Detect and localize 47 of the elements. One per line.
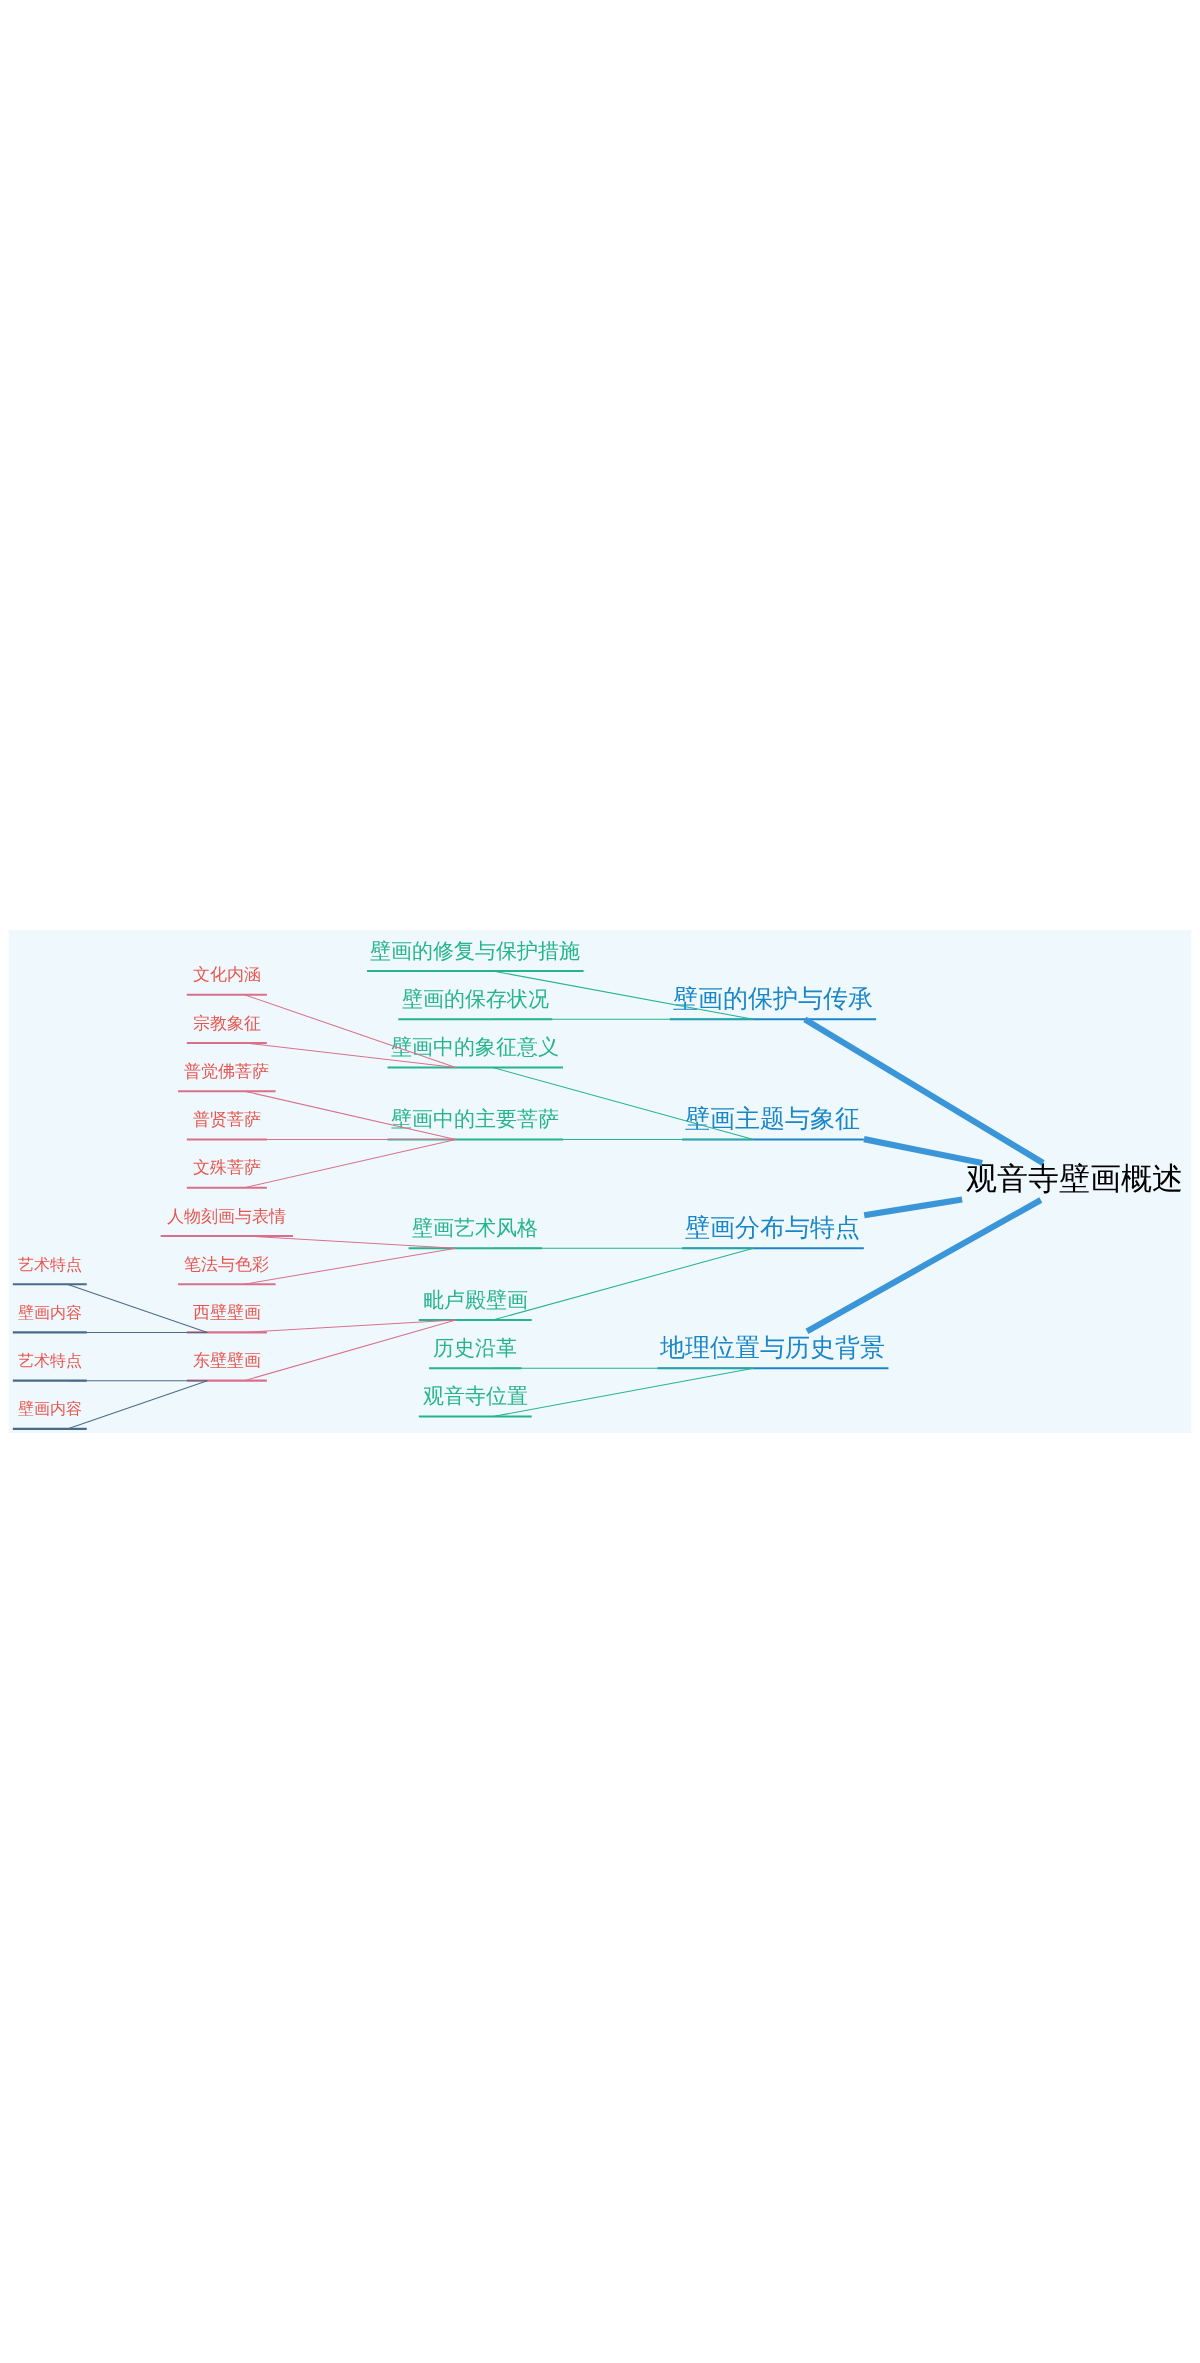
connector: [66, 1380, 208, 1382]
connector: [243, 1090, 457, 1140]
node-text: 地理位置与历史背景: [660, 1333, 886, 1363]
connector: [492, 1067, 754, 1140]
node-text: 毗卢殿壁画: [422, 1287, 528, 1312]
node-text: 壁画的保护与传承: [672, 984, 873, 1014]
connector: [66, 1283, 208, 1333]
connector: [243, 1247, 457, 1285]
node-text: 观音寺位置: [422, 1384, 528, 1409]
node-text: 东壁壁画: [192, 1350, 261, 1371]
node-text: 壁画内容: [17, 1302, 82, 1322]
connector: [492, 1247, 754, 1321]
node-text: 文化内涵: [192, 964, 261, 985]
node-text: 壁画中的主要菩萨: [391, 1107, 560, 1132]
connector: [492, 1018, 754, 1020]
node-text: 人物刻画与表情: [167, 1205, 287, 1226]
node-text: 壁画分布与特点: [685, 1213, 861, 1243]
node-text: 壁画内容: [17, 1399, 82, 1419]
connector: [66, 1380, 208, 1430]
node-text: 壁画艺术风格: [412, 1215, 539, 1240]
connector: [243, 1319, 457, 1333]
connector: [243, 1042, 457, 1069]
connector: [492, 1367, 754, 1418]
connector: [66, 1331, 208, 1333]
connector: [492, 970, 754, 1020]
node-text: 艺术特点: [17, 1351, 82, 1371]
connector: [243, 994, 457, 1069]
node-text: 文殊菩萨: [192, 1157, 261, 1178]
node-text: 历史沿革: [433, 1335, 518, 1360]
connector: [805, 1197, 1043, 1334]
connector: [243, 1235, 457, 1249]
connector: [243, 1138, 457, 1189]
node-text: 笔法与色彩: [184, 1253, 270, 1274]
connector: [243, 1319, 457, 1382]
node-text: 艺术特点: [17, 1254, 82, 1274]
node-text: 壁画的保存状况: [401, 986, 549, 1011]
node-text: 观音寺壁画概述: [966, 1162, 1184, 1197]
node-text: 壁画的修复与保护措施: [370, 938, 581, 963]
node-text: 壁画中的象征意义: [391, 1035, 560, 1060]
node-text: 西壁壁画: [192, 1302, 261, 1323]
connector: [492, 1138, 754, 1140]
node-text: 普贤菩萨: [192, 1109, 261, 1130]
connector: [863, 1136, 983, 1166]
node-text: 宗教象征: [192, 1012, 261, 1033]
connector: [863, 1196, 963, 1219]
connector: [803, 1016, 1045, 1166]
node-text: 普觉佛菩萨: [184, 1060, 270, 1081]
